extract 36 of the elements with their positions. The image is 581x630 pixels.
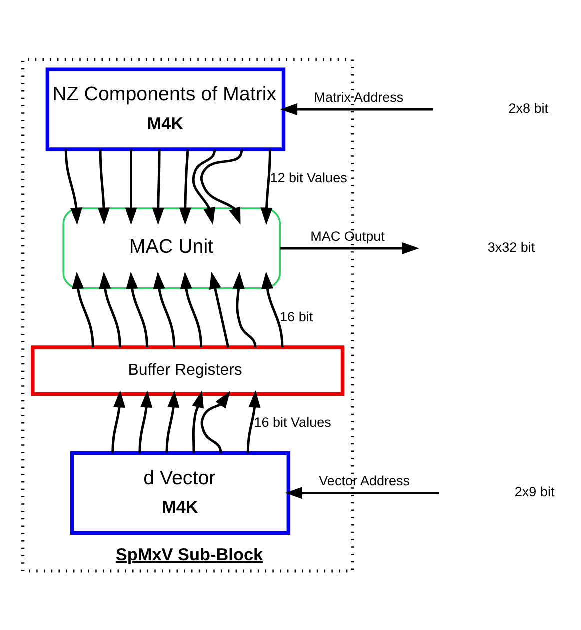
arrow [179,149,192,225]
arrow [280,103,434,116]
arrow [280,242,420,254]
arrow [260,149,273,225]
arrow [285,486,440,499]
arrow [138,390,153,453]
label: 3x32 bit [488,239,536,254]
arrow [209,271,230,348]
arrow [246,390,261,453]
arrow [112,390,126,453]
arrow [126,271,148,348]
arrow [166,390,180,453]
arrow [192,148,216,225]
arrow [232,271,257,348]
label: 2x9 bit [514,484,555,500]
arrow [125,149,138,225]
node-box: NZ Components of Matrix M4K [46,67,286,151]
edge-label: Vector Address [319,473,410,488]
edge-label: 16 bit [280,308,314,324]
node-box: d Vector M4K [70,450,290,534]
edge-label: 12 bit Values [270,170,348,185]
edge-label: MAC Output [310,228,385,244]
node-box: Buffer Registers [31,345,345,396]
arrow [64,148,83,225]
arrow [180,271,203,348]
arrow [98,149,110,225]
label: 2x8 bit [508,100,549,116]
arrow [200,390,231,453]
edge-label: 16 bit Values [254,414,332,430]
arrow [152,149,164,225]
arrow [192,390,204,453]
arrow [99,271,122,348]
edge-label: Matrix Address [314,89,404,104]
arrow [153,271,176,348]
arrow [261,271,284,348]
arrow [72,271,94,348]
